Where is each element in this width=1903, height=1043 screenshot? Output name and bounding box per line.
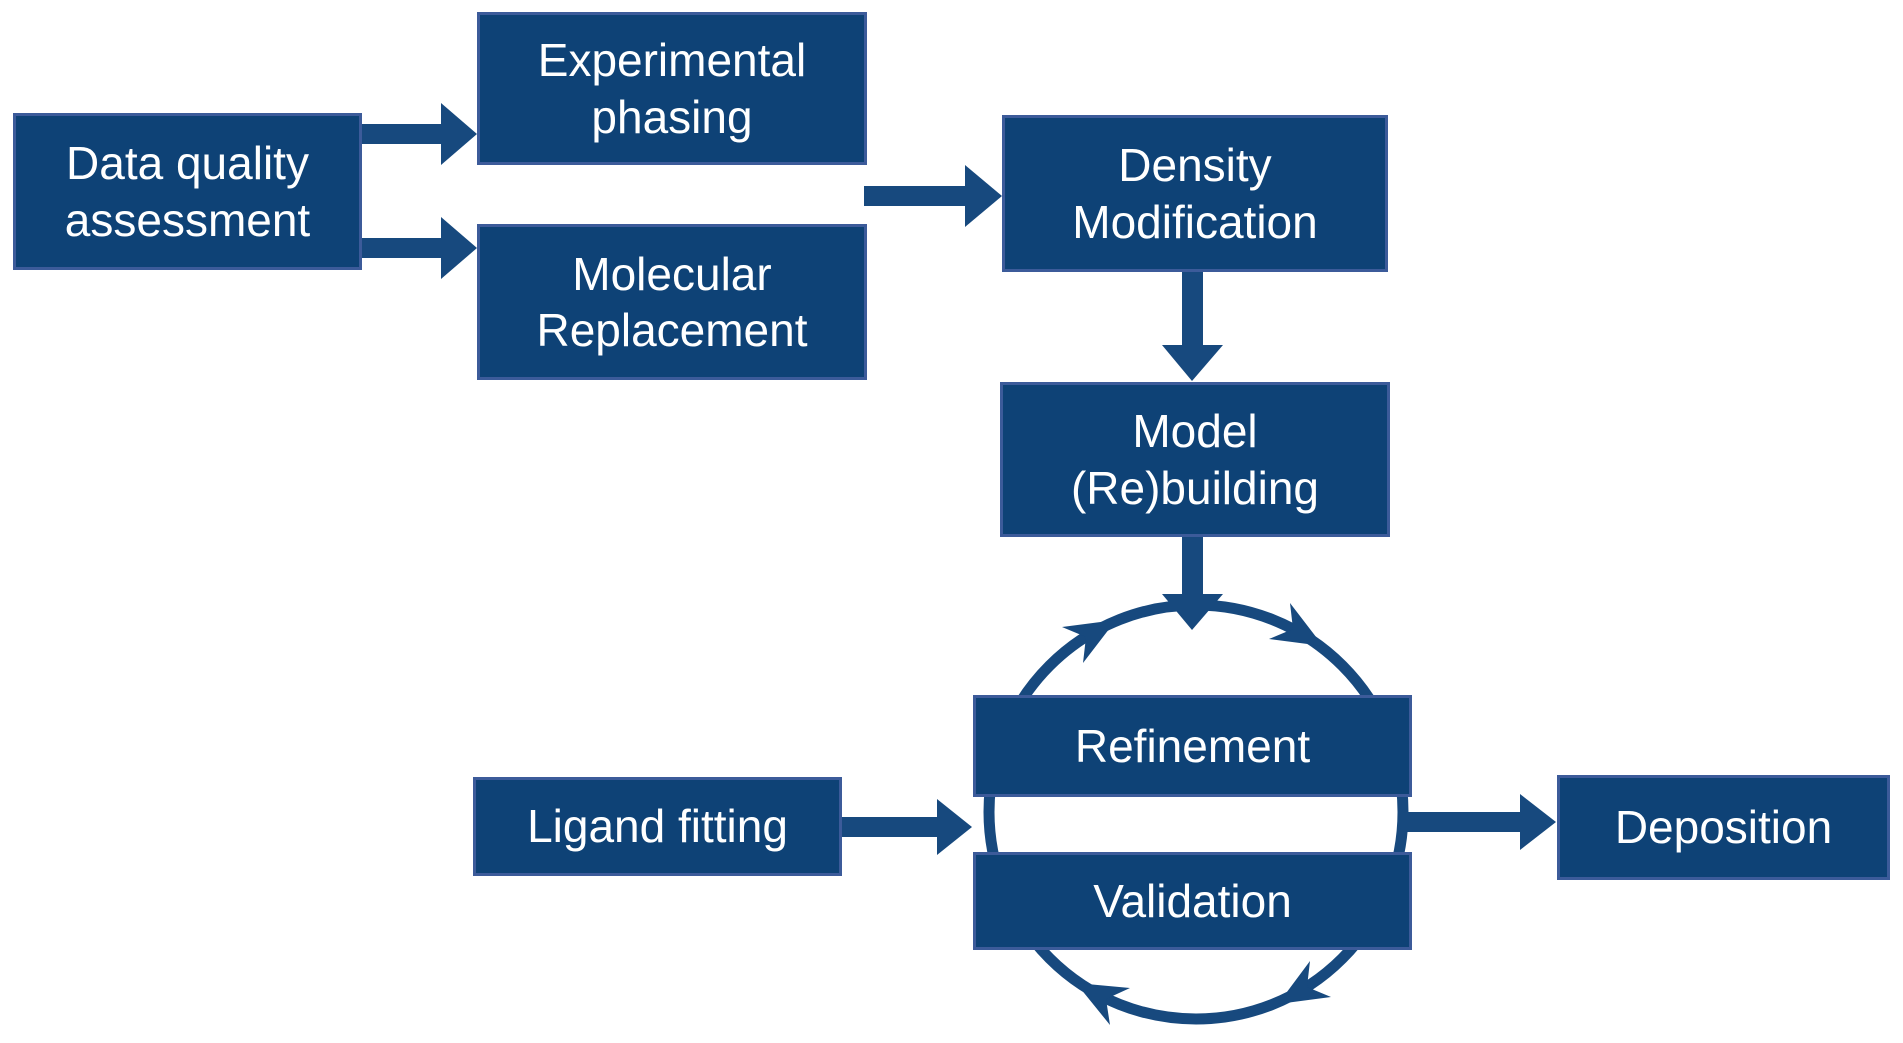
arrow-density-to-model-rebuilding-icon xyxy=(1162,270,1223,381)
cycle-arrowhead-bottom-left-icon xyxy=(1076,983,1130,1025)
arrow-data-quality-to-experimental-phasing-icon xyxy=(360,103,477,165)
node-label-line: Model xyxy=(1132,405,1258,458)
node-model-rebuilding: Model (Re)building xyxy=(1000,382,1390,537)
node-refinement: Refinement xyxy=(973,695,1412,797)
node-validation: Validation xyxy=(973,852,1412,950)
node-label-line: Data quality xyxy=(66,137,309,190)
node-label-line: Ligand fitting xyxy=(527,800,788,853)
node-deposition: Deposition xyxy=(1557,775,1890,880)
arrow-cycle-to-deposition-icon xyxy=(1406,794,1556,850)
node-label-line: Molecular xyxy=(572,247,772,300)
node-density-modification: Density Modification xyxy=(1002,115,1388,272)
node-label-line: Experimental xyxy=(537,34,807,87)
node-label-line: (Re)building xyxy=(1070,461,1319,514)
node-label-line: Replacement xyxy=(536,304,808,356)
refinement-validation-cycle-circle xyxy=(983,599,1409,1025)
node-label-line: phasing xyxy=(591,90,753,143)
node-label-line: Validation xyxy=(1093,874,1292,927)
node-label-line: Refinement xyxy=(1074,719,1311,772)
cycle-arrowhead-top-left-icon xyxy=(1062,620,1116,663)
node-ligand-fitting: Ligand fitting xyxy=(473,777,842,876)
arrow-phasing-to-density-modification-icon xyxy=(864,165,1002,227)
node-molecular-replacement: Molecular Replacement xyxy=(477,224,867,380)
node-data-quality-assessment: Data quality assessment xyxy=(13,113,362,270)
cycle-arrowhead-top-right-icon xyxy=(1269,603,1323,646)
node-label-line: Modification xyxy=(1072,195,1318,248)
arrow-model-rebuilding-to-cycle-icon xyxy=(1162,535,1223,630)
node-label-line: Deposition xyxy=(1614,801,1833,854)
node-label-line: assessment xyxy=(64,193,311,246)
arrow-ligand-fitting-to-cycle-icon xyxy=(841,799,972,855)
cycle-arrowhead-bottom-right-icon xyxy=(1278,961,1331,1004)
node-label-line: Density xyxy=(1118,139,1272,192)
arrow-data-quality-to-molecular-replacement-icon xyxy=(360,217,477,279)
node-experimental-phasing: Experimental phasing xyxy=(477,12,867,165)
